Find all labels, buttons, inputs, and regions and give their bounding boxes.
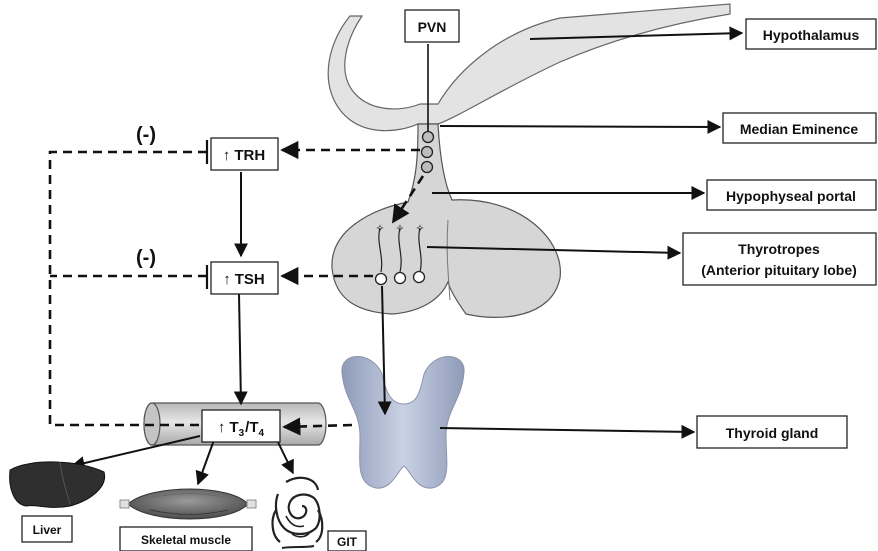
svg-text:✧: ✧ xyxy=(375,222,384,235)
thyroid-gland-label: Thyroid gland xyxy=(726,425,819,441)
pvn-label: PVN xyxy=(418,19,447,35)
thyroid-gland-label-box: Thyroid gland xyxy=(697,416,847,448)
git-intestine-icon xyxy=(273,478,323,548)
hypophyseal-portal-label: Hypophyseal portal xyxy=(726,188,856,204)
median-eminence-label: Median Eminence xyxy=(740,121,858,137)
tsh-to-t3t4-arrow xyxy=(239,294,241,404)
median-eminence-label-box: Median Eminence xyxy=(723,113,876,143)
pituitary-gland xyxy=(332,124,560,317)
skeletal-muscle-label-box: Skeletal muscle xyxy=(120,527,252,551)
skeletal-muscle-label: Skeletal muscle xyxy=(141,533,231,547)
hypothalamus-tissue xyxy=(328,4,730,131)
liver-icon xyxy=(10,462,105,507)
svg-text:✧: ✧ xyxy=(415,222,424,235)
to-liver-arrow xyxy=(72,436,200,466)
t3-t4-box: ↑T3/T4 xyxy=(202,410,280,442)
tsh-label: ↑TSH xyxy=(223,271,265,288)
median-eminence-cells xyxy=(422,132,434,173)
median-eminence-pointer xyxy=(440,126,720,127)
skeletal-muscle-icon xyxy=(120,489,256,519)
git-label: GIT xyxy=(337,535,358,549)
liver-label: Liver xyxy=(33,523,62,537)
thyrotropes-label-box: Thyrotropes (Anterior pituitary lobe) xyxy=(683,233,876,285)
liver-label-box: Liver xyxy=(22,516,72,542)
thyrotropes-label: Thyrotropes xyxy=(738,241,820,257)
thyroid-gland-shape xyxy=(342,357,464,489)
svg-text:✧: ✧ xyxy=(395,222,404,235)
git-label-box: GIT xyxy=(328,531,366,551)
to-muscle-arrow xyxy=(198,440,214,484)
trh-box: ↑TRH xyxy=(211,138,278,170)
feedback-line-trh xyxy=(50,152,207,425)
tsh-negative-feedback-sign: (-) xyxy=(136,247,156,269)
thyroid-pointer xyxy=(440,428,694,432)
tsh-box: ↑TSH xyxy=(211,262,278,294)
anterior-pituitary-label: (Anterior pituitary lobe) xyxy=(701,262,857,278)
trh-label: ↑TRH xyxy=(223,147,265,164)
hypothalamus-label: Hypothalamus xyxy=(763,27,860,43)
hypothalamus-label-box: Hypothalamus xyxy=(746,19,876,49)
pvn-label-box: PVN xyxy=(405,10,459,42)
trh-negative-feedback-sign: (-) xyxy=(136,124,156,146)
hypophyseal-portal-label-box: Hypophyseal portal xyxy=(707,180,876,210)
